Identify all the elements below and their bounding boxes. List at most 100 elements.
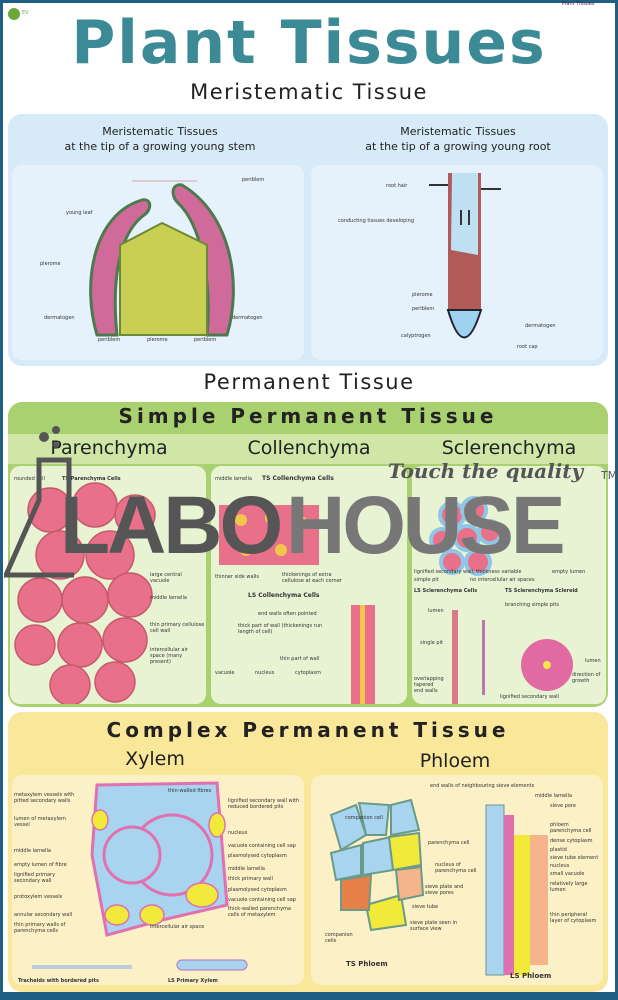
logo-text: EV xyxy=(22,10,29,16)
label: calyptrogen xyxy=(401,333,431,339)
label: end walls often pointed xyxy=(258,611,317,617)
label: empty lumen of fibre xyxy=(14,862,67,868)
subheading: TS Collenchyma Cells xyxy=(262,475,334,482)
label: thickenings of extra cellulose at each c… xyxy=(282,572,342,584)
label: sieve tube element xyxy=(550,855,599,861)
column-phloem: Phloem xyxy=(419,750,491,772)
column-sclerenchyma: Sclerenchyma xyxy=(441,437,577,459)
subheading: TS Parenchyma Cells xyxy=(62,476,121,482)
label: companion cells xyxy=(325,932,353,944)
label: periblem xyxy=(98,337,121,343)
collenchyma-diagram xyxy=(219,505,375,704)
caption: TS Phloem xyxy=(346,960,388,968)
label: thin primary cellulose cell wall xyxy=(150,622,205,634)
label: middle lamella xyxy=(535,793,572,799)
xylem-diagram xyxy=(32,781,248,971)
label: middle lamella xyxy=(150,595,187,601)
label: root cap xyxy=(517,344,538,350)
label: plerome xyxy=(412,292,433,298)
label: rounded cell xyxy=(14,476,45,482)
label: nucleus xyxy=(228,830,248,836)
stem-heading-line1: Meristematic Tissues xyxy=(102,125,218,138)
label: vacuole containing cell sap xyxy=(228,897,296,903)
stem-tip-diagram xyxy=(89,180,235,337)
label: intercellular air space (many present) xyxy=(150,647,188,665)
label: middle lamella xyxy=(215,476,252,482)
label: nucleus xyxy=(550,863,570,869)
caption: Tracheids with bordered pits xyxy=(18,978,99,984)
label: single pit xyxy=(420,640,443,646)
label: lignified secondary wall, thickness vari… xyxy=(414,569,522,575)
permanent-title: Permanent Tissue xyxy=(203,370,415,394)
label: middle lamella xyxy=(14,848,51,854)
label: lumen xyxy=(585,658,601,664)
label: dermatogen xyxy=(525,323,556,329)
label: thick primary wall xyxy=(228,876,273,882)
label: plasmolysed cytoplasm xyxy=(228,887,287,893)
label: thick part of wall (thickenings run leng… xyxy=(238,623,323,635)
subheading: LS Sclerenchyma Cells xyxy=(414,588,478,594)
label: phloem parenchyma cell xyxy=(550,822,592,834)
label: direction of growth xyxy=(572,672,601,684)
watermark-tm: TM xyxy=(601,469,618,482)
label: thin primary walls of parenchyma cells xyxy=(14,922,66,934)
label: thin part of wall xyxy=(280,656,320,662)
root-tip-diagram xyxy=(429,173,501,339)
label: nucleus of parenchyma cell xyxy=(435,862,477,874)
label: vacuole containing cell sap xyxy=(228,843,296,849)
label: plastid xyxy=(550,847,567,853)
label: relatively large lumen xyxy=(550,881,588,893)
label: plerome xyxy=(40,261,61,267)
label: annular secondary wall xyxy=(14,912,73,918)
corner-label: Plant Tissues xyxy=(562,1,595,7)
label: lumen of metaxylem vessel xyxy=(14,816,66,828)
label: root hair xyxy=(386,183,408,189)
label: overlapping tapered end walls xyxy=(414,676,444,694)
label: branching simple pits xyxy=(505,602,559,608)
column-collenchyma: Collenchyma xyxy=(247,437,371,459)
complex-permanent-title: Complex Permanent Tissue xyxy=(106,718,510,742)
simple-column-band xyxy=(8,434,608,464)
label: metaxylem vessels with pitted secondary … xyxy=(14,792,75,804)
label: plasmolysed cytoplasm xyxy=(228,853,287,859)
label: periblem xyxy=(194,337,217,343)
label: dermatogen xyxy=(232,315,263,321)
label: intercellular air space xyxy=(150,924,205,930)
label: sieve plate seen in surface view xyxy=(410,920,458,932)
label: lumen xyxy=(428,608,444,614)
caption: LS Primary Xylem xyxy=(168,978,218,984)
parenchyma-diagram xyxy=(14,482,156,704)
label: lignified primary secondary wall xyxy=(14,872,56,884)
label: vacuole xyxy=(215,670,235,676)
label: thick-walled parenchyma cells of metaxyl… xyxy=(228,906,291,918)
label: sieve plate and sieve pores xyxy=(425,884,464,896)
flask-logo-icon xyxy=(4,426,74,578)
label: middle lamella xyxy=(228,866,265,872)
root-heading-line1: Meristematic Tissues xyxy=(400,125,516,138)
watermark-brand-left: LABO xyxy=(60,480,283,571)
label: dermatogen xyxy=(44,315,75,321)
label: thinner side walls xyxy=(215,574,259,580)
label: periblem xyxy=(412,306,435,312)
label: simple pit xyxy=(414,577,439,583)
column-parenchyma: Parenchyma xyxy=(50,437,168,459)
phloem-diagram xyxy=(329,798,548,976)
label: young leaf xyxy=(66,210,93,216)
label: parenchyma cell xyxy=(428,840,470,846)
simple-permanent-title: Simple Permanent Tissue xyxy=(118,404,498,428)
label: cytoplasm xyxy=(295,670,321,676)
page-title: Plant Tissues xyxy=(71,8,547,78)
sclerenchyma-diagram xyxy=(429,496,573,704)
label: periblem xyxy=(242,177,265,183)
label: thin-walled fibres xyxy=(168,788,212,794)
watermark-brand-right: HOUSE xyxy=(286,480,566,571)
meristematic-title: Meristematic Tissue xyxy=(190,80,428,104)
label: sieve pore xyxy=(550,803,576,809)
caption: LS Phloem xyxy=(510,972,552,980)
label: lignified secondary wall xyxy=(500,694,559,700)
label: no intercellular air spaces xyxy=(470,577,535,583)
column-xylem: Xylem xyxy=(125,748,185,770)
